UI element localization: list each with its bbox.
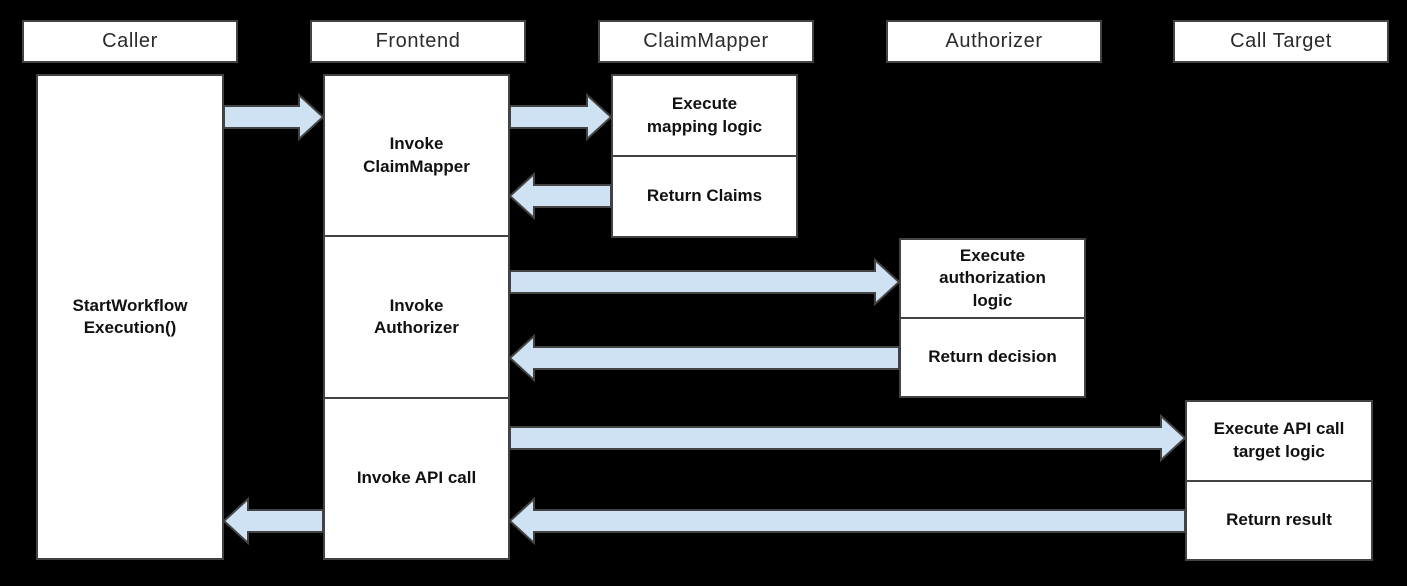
activation-claimmapper: Execute mapping logic Return Claims <box>611 74 798 238</box>
task-return-decision: Return decision <box>901 317 1084 396</box>
arrow-authorizer-to-frontend-return-decision <box>508 333 900 383</box>
task-return-result: Return result <box>1187 479 1371 560</box>
task-return-claims: Return Claims <box>613 155 796 236</box>
lane-header-claimmapper: ClaimMapper <box>598 20 814 63</box>
lane-label-authorizer: Authorizer <box>945 30 1043 52</box>
arrow-frontend-to-caller-result <box>222 496 324 546</box>
lane-header-call-target: Call Target <box>1173 20 1389 63</box>
activation-call-target: Execute API call target logic Return res… <box>1185 400 1373 561</box>
lane-label-frontend: Frontend <box>375 30 461 52</box>
lane-label-call-target: Call Target <box>1230 30 1332 52</box>
task-invoke-authorizer: Invoke Authorizer <box>325 235 508 396</box>
arrow-frontend-to-authorizer <box>509 257 901 307</box>
task-invoke-claimmapper: Invoke ClaimMapper <box>363 134 470 176</box>
activation-authorizer: Execute authorization logic Return decis… <box>899 238 1086 398</box>
arrow-frontend-to-claimmapper <box>509 92 613 142</box>
activation-caller: StartWorkflow Execution() <box>36 74 224 560</box>
lane-header-caller: Caller <box>22 20 238 63</box>
arrow-call-target-to-frontend-return-result <box>508 496 1186 546</box>
task-execute-mapping-logic: Execute mapping logic <box>646 94 763 136</box>
lane-label-caller: Caller <box>102 30 158 52</box>
task-execute-api-call-target-logic: Execute API call target logic <box>1213 419 1345 461</box>
lane-header-authorizer: Authorizer <box>886 20 1102 63</box>
lane-header-frontend: Frontend <box>310 20 526 63</box>
arrow-frontend-to-call-target <box>509 413 1187 463</box>
task-invoke-api-call: Invoke API call <box>325 396 508 558</box>
arrow-caller-to-frontend <box>223 92 325 142</box>
lane-label-claimmapper: ClaimMapper <box>643 30 769 52</box>
task-start-workflow-execution: StartWorkflow Execution() <box>72 295 188 337</box>
task-execute-authorization-logic: Execute authorization logic <box>939 245 1046 310</box>
arrow-claimmapper-to-frontend-return-claims <box>508 171 612 221</box>
activation-frontend: Invoke ClaimMapper Invoke Authorizer Inv… <box>323 74 510 560</box>
